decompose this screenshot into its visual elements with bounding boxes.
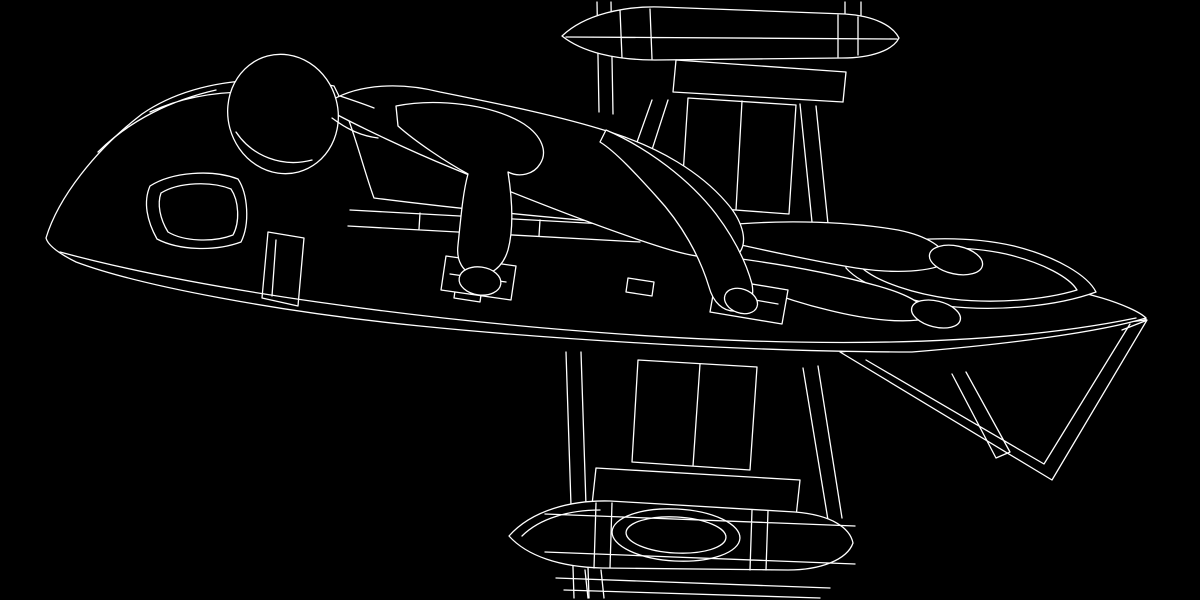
nose-opening-inner xyxy=(158,183,239,241)
helmet-visor xyxy=(235,131,313,164)
upper-wing-panel-line xyxy=(735,100,743,211)
pilot-collar xyxy=(331,95,379,139)
pilot-glove-near xyxy=(458,266,502,296)
pilot-glove-far xyxy=(723,287,759,315)
pilot-boot-near xyxy=(910,299,962,329)
lower-wing-panel xyxy=(631,359,758,471)
upper-wing-spar xyxy=(672,59,847,103)
deck-panel xyxy=(261,231,305,307)
upper-pontoon xyxy=(561,6,900,61)
upper-pontoon-panel-lines xyxy=(565,8,898,60)
pilot-boot-far xyxy=(928,244,984,276)
upper-wing-masts xyxy=(596,1,862,115)
lower-wing-panel-line xyxy=(692,363,701,467)
lower-pontoon-rails xyxy=(555,569,831,599)
right-wing-panel-lines xyxy=(865,315,1147,465)
nose-opening xyxy=(145,172,248,250)
lower-wing-masts xyxy=(565,351,843,599)
pilot-helmet xyxy=(227,53,339,175)
drawing-layer xyxy=(45,1,1148,599)
lower-pontoon-window-inner xyxy=(625,516,727,554)
hull-rim xyxy=(59,251,1137,344)
lower-pontoon-window xyxy=(611,508,741,562)
pilot-arm-near xyxy=(395,101,545,276)
